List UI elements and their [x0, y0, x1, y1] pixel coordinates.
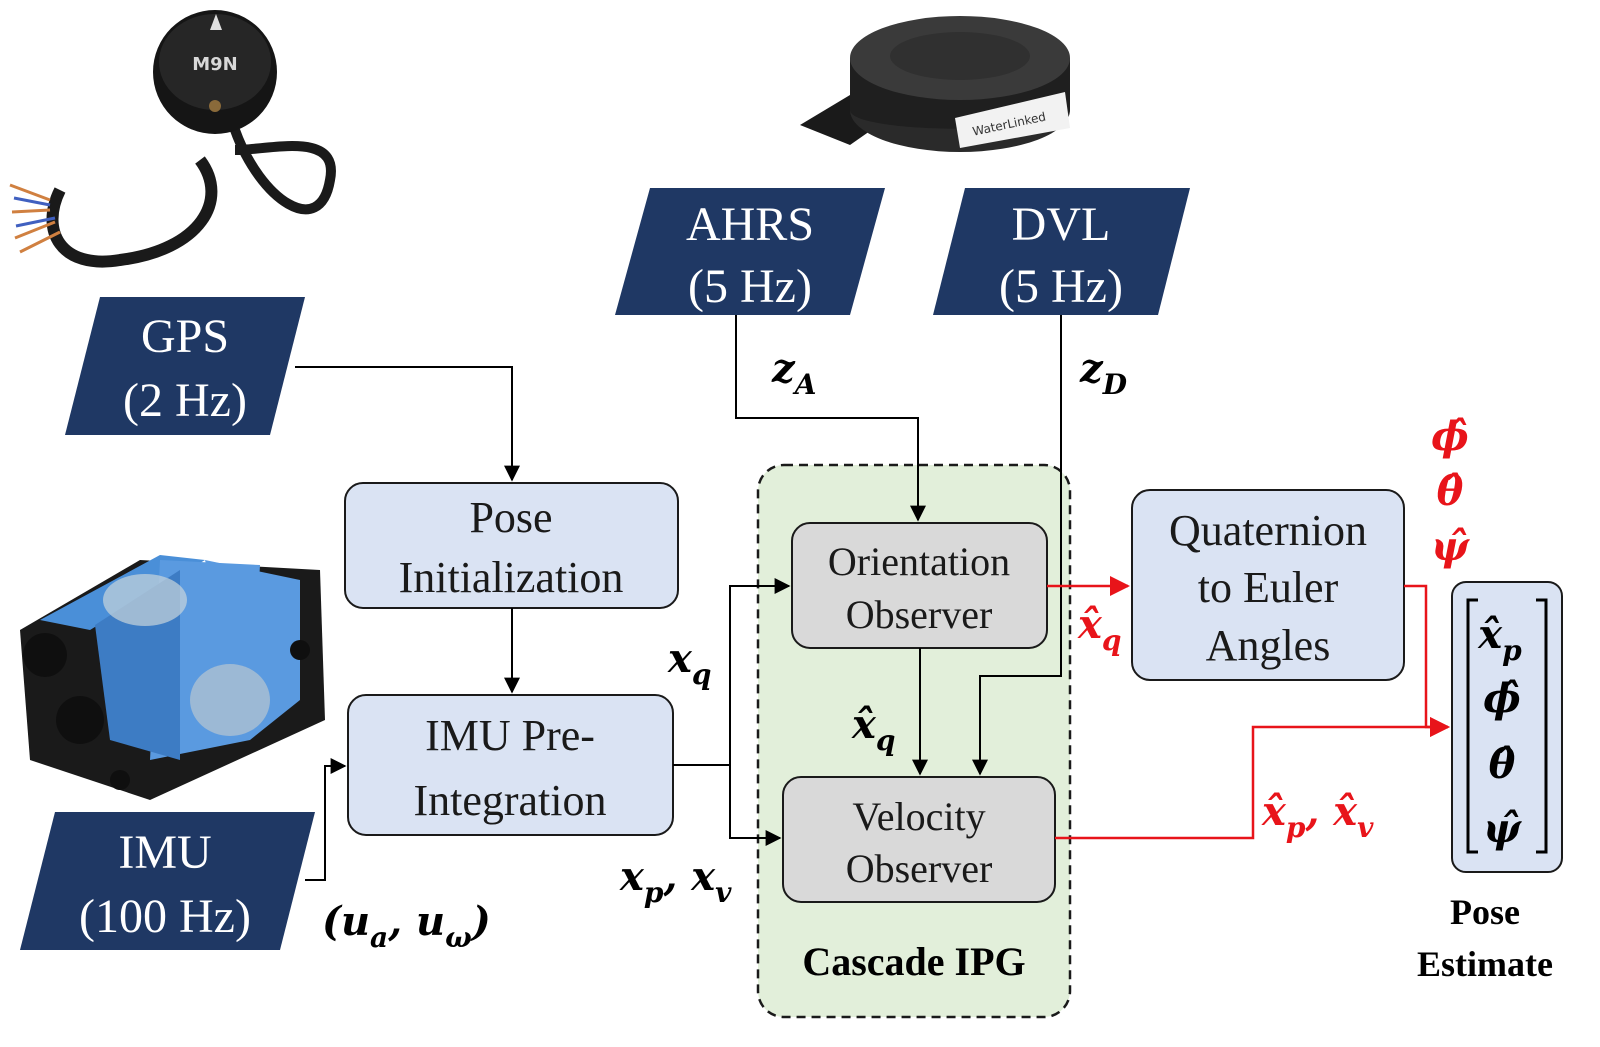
quaternion-to-euler-block: Quaternion to Euler Angles — [1131, 489, 1405, 681]
orientation-observer-line1: Orientation — [828, 539, 1010, 584]
preint-to-velocity-arrow — [729, 765, 782, 846]
signal-psi-hat: ψ̂ — [1431, 523, 1470, 570]
gps-logo-text: M9N — [192, 54, 238, 75]
velocity-observer-block: Velocity Observer — [782, 776, 1056, 903]
dvl-sensor: DVL (5 Hz) — [933, 188, 1190, 315]
pose-initialization-block: Pose Initialization — [344, 482, 679, 609]
gps-label: GPS — [141, 310, 229, 363]
orientation-observer-line2: Observer — [846, 592, 993, 637]
right-bracket — [1536, 598, 1548, 854]
signal-x-p-x-v: xp, xv — [619, 853, 732, 909]
quat-to-pose-arrow — [1404, 584, 1450, 737]
ahrs-to-orientation-arrow — [735, 315, 926, 522]
ahrs-label: AHRS — [686, 198, 814, 251]
imu-to-preint-arrow — [305, 758, 347, 881]
signal-x-q: xq — [667, 635, 711, 691]
pose-estimate-vector-block: x̂p ϕ̂ θ̂ ψ̂ — [1451, 581, 1563, 873]
gps-module-photo: M9N — [9, 10, 336, 268]
black-connectors — [295, 315, 1062, 881]
pose-init-line1: Pose — [469, 493, 552, 542]
velocity-to-pose-arrow — [1055, 717, 1450, 840]
signal-xhat-q-internal: x̂q — [851, 701, 895, 757]
dvl-label: DVL — [1012, 198, 1111, 251]
velocity-observer-line2: Observer — [846, 846, 993, 891]
dvl-sensor-photo: WaterLinked — [800, 16, 1070, 152]
rov-photo — [20, 555, 325, 800]
pose-vector-row-phi: ϕ̂ — [1483, 675, 1521, 722]
signal-phi-hat: ϕ̂ — [1431, 413, 1469, 460]
quat-euler-line3: Angles — [1206, 621, 1331, 670]
pose-init-line2: Initialization — [399, 553, 624, 602]
signal-z-a: zA — [771, 345, 816, 401]
signal-xhat-p-xhat-v: x̂p, x̂v — [1261, 788, 1374, 844]
preint-to-orientation-arrow — [673, 578, 791, 766]
velocity-observer-line1: Velocity — [852, 794, 985, 839]
pose-vector-row-psi: ψ̂ — [1483, 805, 1522, 852]
imu-preintegration-block: IMU Pre- Integration — [347, 694, 674, 836]
orientation-observer-block: Orientation Observer — [791, 522, 1048, 649]
left-bracket — [1466, 598, 1478, 854]
cascade-ipg-label: Cascade IPG — [802, 939, 1025, 984]
dvl-rate: (5 Hz) — [999, 260, 1123, 313]
quat-euler-line1: Quaternion — [1169, 506, 1367, 555]
signal-xhat-q-output: x̂q — [1077, 601, 1121, 657]
imu-sensor: IMU (100 Hz) — [20, 812, 315, 950]
imu-preint-line2: Integration — [413, 776, 606, 825]
ahrs-sensor: AHRS (5 Hz) — [615, 188, 885, 315]
pose-vector-row-theta: θ̂ — [1489, 741, 1516, 788]
gps-to-pose-init-arrow — [295, 366, 520, 482]
signal-theta-hat: θ̂ — [1437, 468, 1464, 515]
imu-preint-line1: IMU Pre- — [425, 711, 595, 760]
signal-u-inputs: (ua, uω) — [322, 898, 491, 954]
gps-sensor: GPS (2 Hz) — [65, 297, 305, 435]
pose-vector-row-xp: x̂p — [1477, 611, 1522, 667]
imu-rate: (100 Hz) — [79, 890, 251, 943]
dvl-to-velocity-arrow — [972, 315, 1062, 776]
ahrs-rate: (5 Hz) — [688, 260, 812, 313]
signal-z-d: zD — [1079, 345, 1128, 401]
imu-label: IMU — [118, 826, 211, 879]
gps-rate: (2 Hz) — [123, 374, 247, 427]
quat-euler-line2: to Euler — [1198, 563, 1339, 612]
pose-estimate-caption-line1: Pose — [1450, 892, 1520, 932]
red-connectors — [1047, 576, 1450, 840]
pose-estimate-caption-line2: Estimate — [1417, 944, 1553, 984]
